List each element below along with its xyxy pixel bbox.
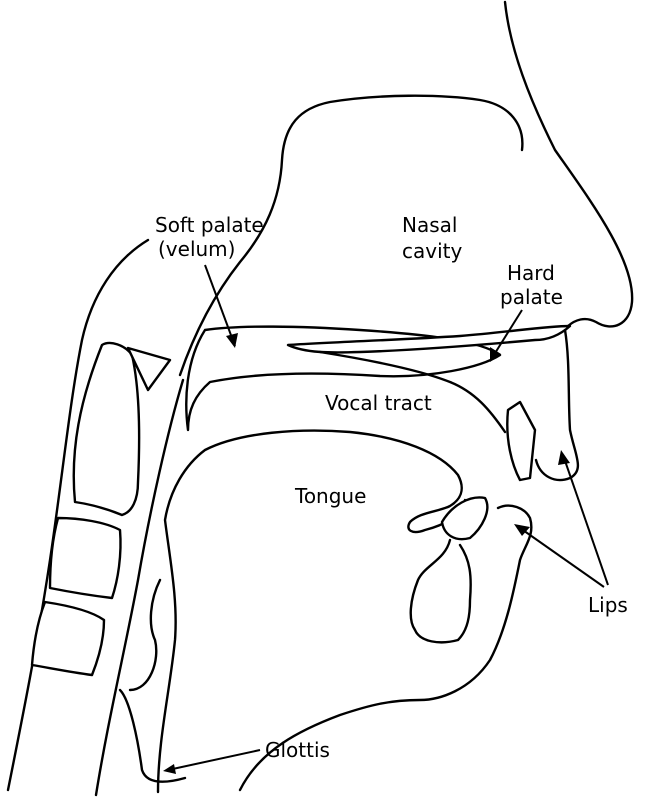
upper-lip — [536, 330, 578, 480]
lips-arrowhead-upper — [558, 450, 570, 465]
vertebra-3 — [32, 602, 104, 675]
vertebra-2 — [50, 518, 121, 598]
label-lips: Lips — [588, 593, 628, 617]
glottis-arrowhead — [163, 764, 176, 774]
jaw-inner — [411, 540, 471, 642]
label-nasal-line1: Nasal — [402, 213, 457, 237]
lips-pointer-upper — [563, 455, 608, 585]
label-vocal-tract: Vocal tract — [325, 391, 432, 415]
pharynx-back-wall — [8, 240, 148, 790]
label-hard-palate-line2: palate — [500, 285, 563, 309]
upper-tooth — [507, 402, 535, 480]
label-nasal-line2: cavity — [402, 239, 462, 263]
label-hard-palate-line1: Hard — [507, 261, 555, 285]
hard-palate-arrowhead — [490, 347, 501, 362]
label-tongue: Tongue — [294, 484, 366, 508]
glottis-pointer — [168, 750, 260, 770]
vertebra-1 — [74, 343, 139, 515]
label-soft-palate-line1: Soft palate — [155, 213, 264, 237]
label-glottis: Glottis — [265, 738, 330, 762]
label-soft-palate-line2: (velum) — [158, 237, 235, 261]
lower-tooth — [442, 497, 487, 539]
